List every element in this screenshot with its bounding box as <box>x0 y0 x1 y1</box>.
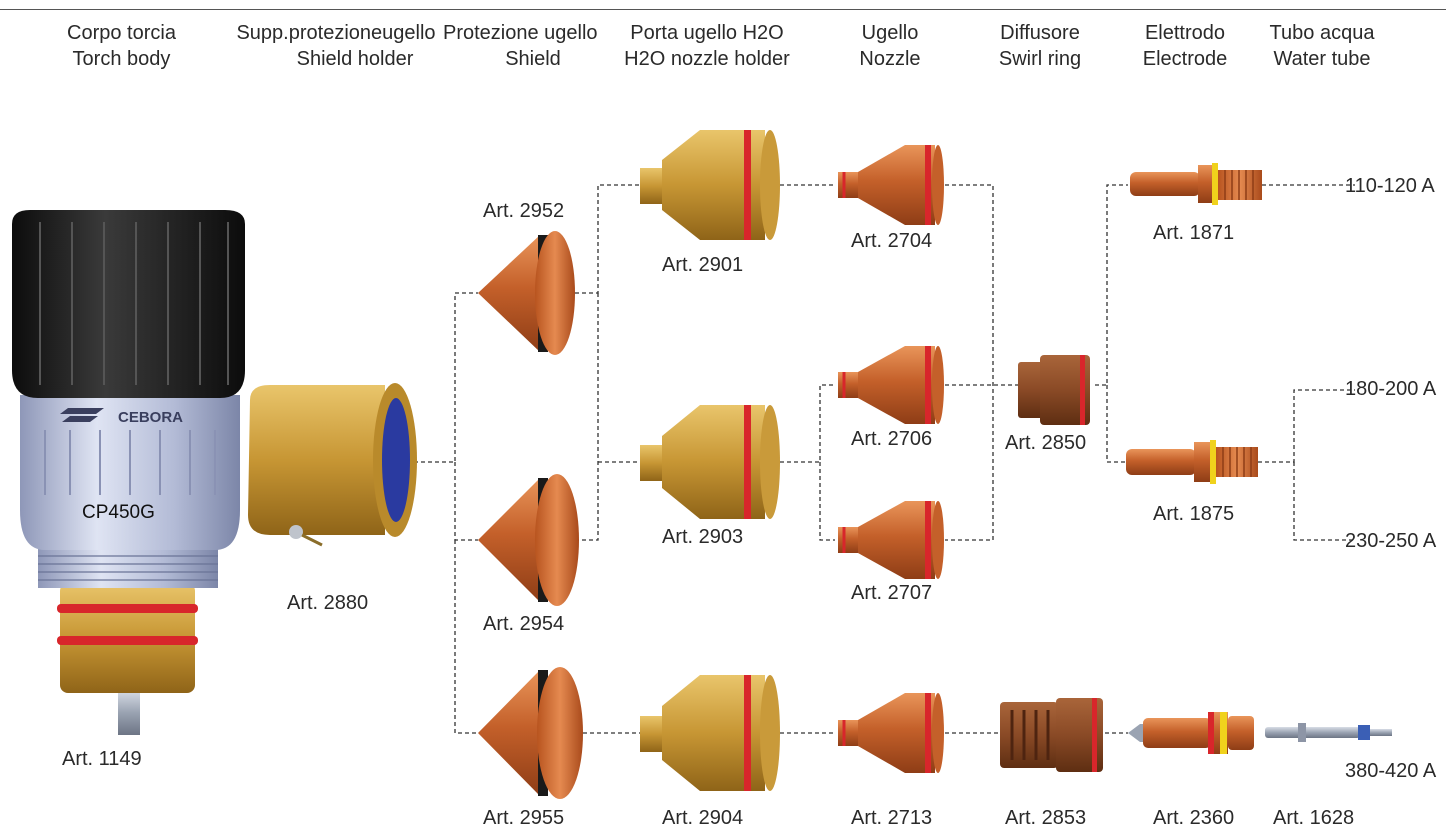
electrode-2360 <box>1128 712 1254 754</box>
header-en: Shield holder <box>296 48 414 70</box>
header-it: Ugello <box>861 22 919 44</box>
label-art-2706: Art. 2706 <box>851 428 933 450</box>
label-art-1628: Art. 1628 <box>1273 807 1355 829</box>
header-it: Diffusore <box>1000 22 1080 44</box>
label-art-1871: Art. 1871 <box>1153 222 1235 244</box>
electrode-1871 <box>1130 163 1262 205</box>
torch-brand: CEBORA <box>118 409 183 426</box>
label-art-2713: Art. 2713 <box>851 807 933 829</box>
shield-holder-2880 <box>248 383 417 547</box>
nozzle-holder-2901 <box>640 130 780 240</box>
current-230-250: 230-250 A <box>1345 530 1437 552</box>
label-art-2955: Art. 2955 <box>483 807 565 829</box>
label-art-2904: Art. 2904 <box>662 807 744 829</box>
label-art-1875: Art. 1875 <box>1153 503 1235 525</box>
header-swirl-ring: Diffusore Swirl ring <box>985 20 1095 72</box>
label-art-2901: Art. 2901 <box>662 254 744 276</box>
header-water-tube: Tubo acqua Water tube <box>1262 20 1382 72</box>
nozzle-2704 <box>838 145 944 225</box>
header-en: Swirl ring <box>998 48 1082 70</box>
label-art-2853: Art. 2853 <box>1005 807 1087 829</box>
header-en: Nozzle <box>859 48 921 70</box>
header-it: Elettrodo <box>1144 22 1226 44</box>
nozzle-holder-2903 <box>640 405 780 519</box>
nozzle-2707 <box>838 501 944 579</box>
water-tube-1628 <box>1265 723 1392 742</box>
label-art-2360: Art. 2360 <box>1153 807 1235 829</box>
swirl-ring-2853 <box>1000 698 1103 772</box>
header-it: Porta ugello H2O <box>630 22 784 44</box>
header-shield-holder: Supp.protezioneugello Shield holder <box>231 20 441 72</box>
cebora-logo-icon <box>60 408 104 422</box>
header-torch-body: Corpo torcia Torch body <box>67 20 176 72</box>
label-art-2704: Art. 2704 <box>851 230 933 252</box>
swirl-ring-2850 <box>1018 355 1090 425</box>
shield-2952 <box>478 231 575 355</box>
nozzle-2706 <box>838 346 944 424</box>
electrode-1875 <box>1126 440 1258 484</box>
current-180-200: 180-200 A <box>1345 378 1437 400</box>
header-shield: Protezione ugello Shield <box>443 20 598 72</box>
header-nozzle-holder: Porta ugello H2O H2O nozzle holder <box>612 20 802 72</box>
header-en: Water tube <box>1273 48 1371 70</box>
label-art-1149: Art. 1149 <box>62 748 142 770</box>
header-it: Supp.protezioneugello <box>236 22 436 44</box>
label-art-2954: Art. 2954 <box>483 613 565 635</box>
connection-lines <box>414 184 1355 734</box>
shield-2954 <box>478 474 579 606</box>
shield-2955 <box>478 667 583 799</box>
header-en: Shield <box>505 48 561 70</box>
header-en: Torch body <box>72 48 171 70</box>
header-it: Tubo acqua <box>1269 22 1375 44</box>
header-en: Electrode <box>1142 48 1228 70</box>
torch-body: CEBORA CP450G <box>12 210 245 735</box>
header-it: Corpo torcia <box>67 22 176 44</box>
label-art-2880: Art. 2880 <box>287 592 369 614</box>
header-it: Protezione ugello <box>443 22 598 44</box>
header-nozzle: Ugello Nozzle <box>855 20 925 72</box>
header-electrode: Elettrodo Electrode <box>1135 20 1235 72</box>
current-110-120: 110-120 A <box>1345 175 1435 197</box>
nozzle-2713 <box>838 693 944 773</box>
label-art-2952: Art. 2952 <box>483 200 565 222</box>
header-en: H2O nozzle holder <box>624 48 790 70</box>
torch-model: CP450G <box>82 502 155 523</box>
current-380-420: 380-420 A <box>1345 760 1437 782</box>
label-art-2707: Art. 2707 <box>851 582 933 604</box>
top-rule <box>0 9 1446 10</box>
label-art-2850: Art. 2850 <box>1005 432 1087 454</box>
label-art-2903: Art. 2903 <box>662 526 744 548</box>
nozzle-holder-2904 <box>640 675 780 791</box>
